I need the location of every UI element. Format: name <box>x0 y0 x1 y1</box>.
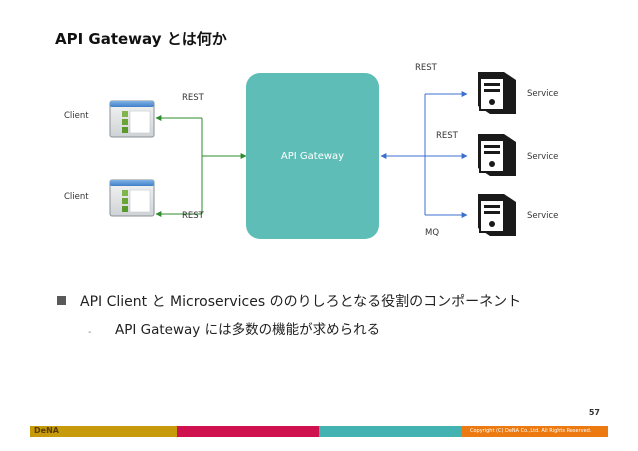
footer-bar-gold <box>30 426 177 437</box>
page-number: 57 <box>588 408 600 417</box>
client-label-2: Client <box>64 192 89 202</box>
api-gateway-label: API Gateway <box>280 151 345 162</box>
footer-bar-magenta <box>177 426 319 437</box>
client-link-label-2: REST <box>182 211 204 221</box>
copyright-text: Copyright (C) DeNA Co.,Ltd. All Rights R… <box>470 428 592 434</box>
server-icon-3 <box>478 194 516 236</box>
service-link-label-3: MQ <box>425 228 440 238</box>
bullet-text: API Client と Microservices ののりしろとなる役割のコン… <box>80 294 522 310</box>
service-links <box>380 91 468 218</box>
service-label-1: Service <box>527 89 559 99</box>
server-icon-2 <box>478 134 516 176</box>
client-icon-1 <box>109 100 155 138</box>
slide-title: API Gateway とは何か <box>55 30 227 48</box>
service-link-label-1: REST <box>415 63 437 73</box>
bullet-square-icon <box>57 296 66 305</box>
service-label-2: Service <box>527 152 559 162</box>
sub-bullet-marker: - <box>88 327 92 338</box>
client-links <box>155 115 247 217</box>
service-label-3: Service <box>527 211 559 221</box>
service-link-label-2: REST <box>436 131 458 141</box>
api-gateway-box <box>246 73 379 239</box>
server-icon-1 <box>478 72 516 114</box>
client-label-1: Client <box>64 111 89 121</box>
sub-bullet-text: API Gateway には多数の機能が求められる <box>115 322 381 338</box>
footer-bar-teal <box>319 426 462 437</box>
client-link-label-1: REST <box>182 93 204 103</box>
footer-bar-orange <box>462 426 608 437</box>
client-icon-2 <box>109 179 155 217</box>
dena-logo: DeNA <box>34 426 59 435</box>
